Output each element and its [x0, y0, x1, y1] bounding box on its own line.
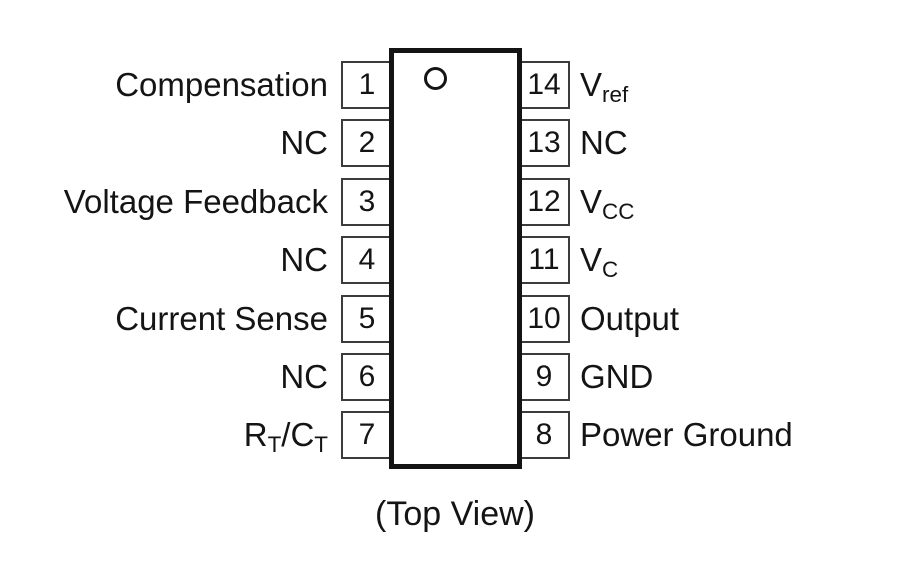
pin-number-box: 10 [518, 294, 570, 343]
pin-label-text: NC [280, 124, 328, 162]
pin-label-text: NC [280, 241, 328, 279]
pin-row: 11 VC [0, 236, 900, 285]
pin-label: GND [580, 353, 653, 401]
pin-number-box: 12 [518, 177, 570, 226]
pin-label-text: /C [281, 416, 315, 454]
pin-label-text: Current Sense [115, 299, 328, 337]
pin-row: 14 Vref [0, 61, 900, 109]
pin-label-text: NC [580, 124, 628, 162]
pin-number-box: 5 [341, 294, 393, 343]
pin-number-box: 11 [518, 236, 570, 285]
pin-label-text: NC [280, 358, 328, 395]
pin-row: 5 Current Sense [0, 294, 900, 343]
pin-label-text: V [580, 241, 603, 279]
pin-number-box: 13 [518, 119, 570, 168]
caption: (Top View) [375, 495, 535, 533]
pin-number-box: 3 [341, 177, 393, 226]
pin-label: Voltage Feedback [20, 178, 328, 226]
pin-row: 9 GND [0, 353, 900, 401]
pin-row: 3 Voltage Feedback [0, 177, 900, 226]
pin-label: NC [20, 119, 328, 167]
pin-label: NC [20, 236, 328, 284]
pin-number-box: 9 [518, 353, 570, 401]
pin-label: RT/CT [20, 411, 328, 469]
pin-label-text: V [580, 182, 603, 220]
pin-number-box: 4 [341, 236, 393, 285]
pin-label-text: Output [580, 299, 680, 337]
pin-label: Compensation [20, 61, 328, 109]
pin-label: VCC [580, 178, 634, 236]
pin-label-text: R [243, 416, 268, 454]
pin-label: Current Sense [20, 295, 328, 343]
pin-label: Power Ground [580, 411, 793, 459]
pin-number-box: 14 [518, 61, 570, 109]
pin-row: 10 Output [0, 294, 900, 343]
pin-row: 6 NC [0, 353, 900, 401]
pin-number-box: 1 [341, 61, 393, 109]
pin-label: Output [580, 295, 679, 343]
pin-label-subscript: C [602, 257, 619, 283]
pin-label-text: Power Ground [580, 416, 793, 454]
pin-row: 12 VCC [0, 177, 900, 226]
pin-number-box: 6 [341, 353, 393, 401]
pin-number-box: 8 [518, 411, 570, 460]
pin-label-text: V [580, 66, 603, 103]
pin-number-box: 7 [341, 411, 393, 460]
pin-row: 8 Power Ground [0, 411, 900, 460]
pin-label: Vref [580, 61, 628, 119]
pin-row: 1 Compensation [0, 61, 900, 109]
pin-label-subscript: T [314, 432, 328, 458]
pin-label-subscript: CC [602, 198, 635, 224]
ic-package-body [389, 48, 522, 469]
pin-label: NC [20, 353, 328, 401]
pin-label-subscript: T [267, 432, 282, 458]
pin-label: NC [580, 119, 628, 167]
pin-number-box: 2 [341, 119, 393, 168]
pin-label-text: GND [580, 358, 654, 395]
pin-label-text: Voltage Feedback [63, 182, 328, 220]
pin-label-subscript: ref [602, 82, 629, 108]
pin-label: VC [580, 236, 618, 294]
pin1-indicator-icon [424, 67, 447, 90]
pin-label-text: Compensation [115, 66, 328, 103]
